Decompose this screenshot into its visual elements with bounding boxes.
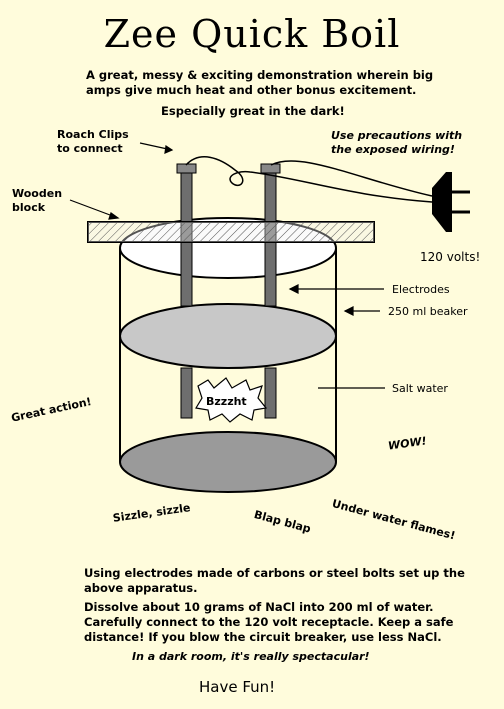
instructions-p2-line1: Dissolve about 10 grams of NaCl into 200… — [84, 600, 434, 614]
label-salt-water: Salt water — [392, 382, 448, 395]
beaker-bottom — [119, 431, 337, 493]
electrode-left-lower — [180, 367, 193, 419]
intro-line-1: A great, messy & exciting demonstration … — [86, 68, 434, 82]
label-electrodes: Electrodes — [392, 283, 450, 296]
instructions-p1-line1: Using electrodes made of carbons or stee… — [84, 566, 465, 580]
label-roach-clips-1: Roach Clips — [57, 128, 129, 141]
instructions-p1-line2: above apparatus. — [84, 581, 198, 595]
label-beaker: 250 ml beaker — [388, 305, 468, 318]
instructions-p2-line3: distance! If you blow the circuit breake… — [84, 630, 442, 644]
power-plug-icon — [432, 172, 470, 232]
wire-left — [185, 156, 433, 203]
label-precautions-1: Use precautions with — [331, 129, 463, 142]
wire-right — [270, 160, 433, 197]
water-surface — [119, 303, 337, 369]
electrode-right-lower — [264, 367, 277, 419]
label-wooden-1: Wooden — [12, 187, 63, 200]
label-wooden-2: block — [12, 201, 46, 214]
label-precautions-2: the exposed wiring! — [331, 143, 455, 156]
wooden-block — [87, 221, 375, 243]
label-bzzzht: Bzzzht — [206, 395, 247, 408]
page-title: Zee Quick Boil — [103, 12, 401, 56]
label-volts: 120 volts! — [420, 250, 481, 264]
have-fun: Have Fun! — [199, 678, 276, 696]
bolt-head-right — [260, 163, 281, 174]
label-roach-clips-2: to connect — [57, 142, 123, 155]
instructions-p2-line2: Carefully connect to the 120 volt recept… — [84, 615, 454, 629]
spark-burst — [195, 377, 268, 423]
dark-room-note: In a dark room, it's really spectacular! — [132, 650, 370, 663]
intro-tagline: Especially great in the dark! — [161, 104, 345, 118]
intro-line-2: amps give much heat and other bonus exci… — [86, 83, 417, 97]
